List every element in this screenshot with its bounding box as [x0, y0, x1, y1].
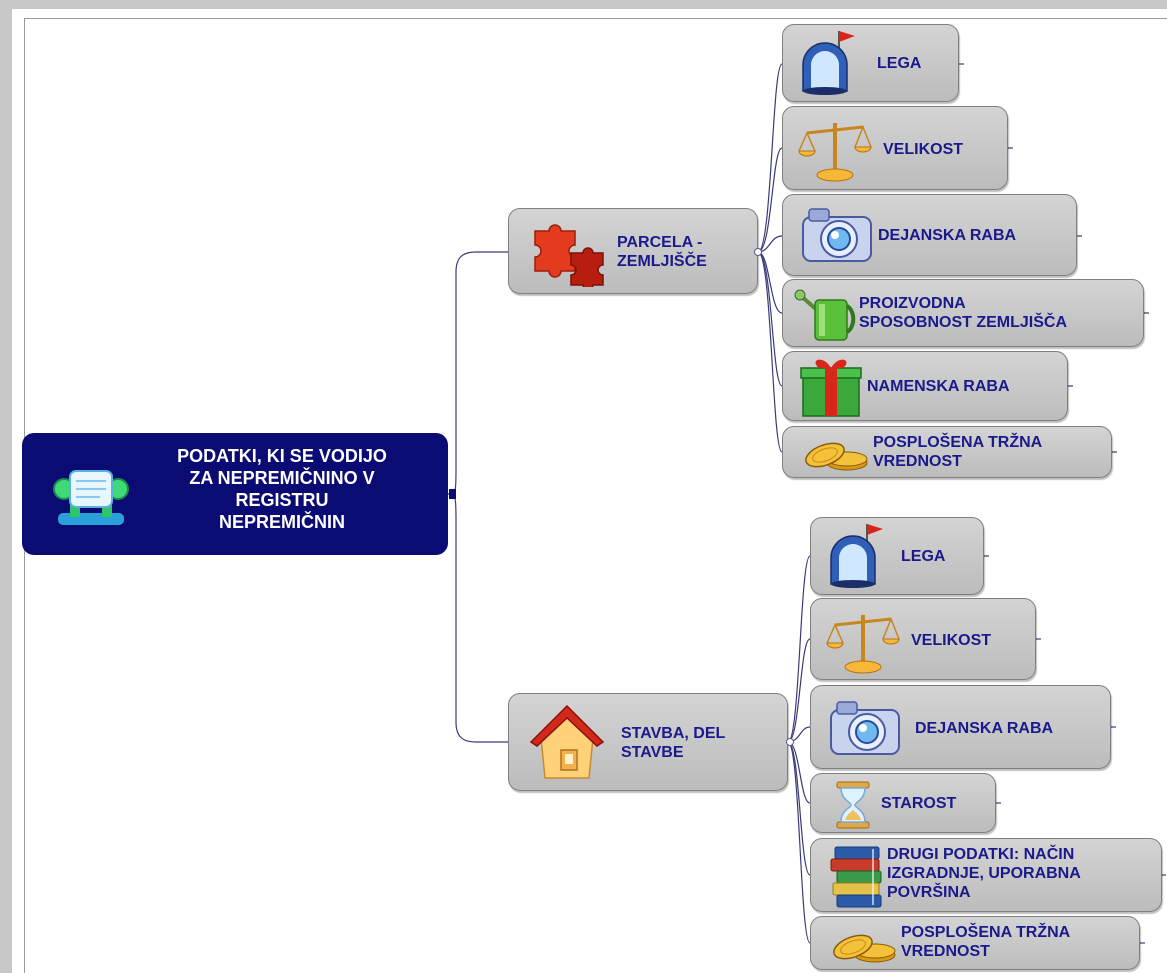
starost-label: STAROST — [881, 795, 957, 812]
scales-icon — [826, 615, 900, 674]
gift-icon — [800, 359, 862, 417]
watering-can-icon — [794, 289, 856, 341]
camera-icon — [802, 208, 872, 262]
coins-icon — [833, 934, 896, 963]
trzna-vrednost-label: POSPLOŠENA TRŽNA VREDNOST — [873, 434, 1043, 470]
subtopic-parcela-proizvodna[interactable]: PROIZVODNA SPOSOBNOST ZEMLJIŠČA — [782, 279, 1144, 347]
subtopic-stavba-drugi-podatki[interactable]: DRUGI PODATKI: NAČIN IZGRADNJE, UPORABNA… — [810, 838, 1162, 912]
link-parcela-lega — [757, 63, 783, 253]
link-stavba-trzna — [787, 741, 811, 944]
link-parcela-namenska — [757, 251, 783, 387]
link-parcela-trzna — [757, 251, 783, 453]
stavba-collapse-knob[interactable] — [786, 738, 794, 746]
link-root-stavba — [447, 493, 508, 743]
namenska-raba-label: NAMENSKA RABA — [867, 378, 1010, 395]
link-parcela-velikost — [757, 147, 783, 253]
velikost-label: VELIKOST — [911, 632, 992, 649]
topic-parcela[interactable]: PARCELA - ZEMLJIŠČE — [508, 208, 758, 294]
lega-label: LEGA — [877, 55, 922, 72]
velikost-label: VELIKOST — [883, 141, 964, 158]
house-icon — [529, 704, 605, 779]
lega-label: LEGA — [901, 548, 946, 565]
subtopic-parcela-dejanska-raba[interactable]: DEJANSKA RABA — [782, 194, 1077, 276]
books-icon — [830, 846, 882, 908]
topic-stavba-label: STAVBA, DEL STAVBE — [621, 725, 726, 761]
scales-icon — [798, 123, 872, 182]
camera-icon — [830, 701, 900, 755]
subtopic-stavba-trzna-vrednost[interactable]: POSPLOŠENA TRŽNA VREDNOST — [810, 916, 1140, 970]
root-topic-label: PODATKI, KI SE VODIJO ZA NEPREMIČNINO V … — [177, 446, 387, 532]
drugi-podatki-label: DRUGI PODATKI: NAČIN IZGRADNJE, UPORABNA… — [887, 846, 1081, 901]
subtopic-stavba-starost[interactable]: STAROST — [810, 773, 996, 833]
mailbox-icon — [802, 31, 855, 95]
dejanska-raba-label: DEJANSKA RABA — [878, 227, 1017, 244]
subtopic-parcela-trzna-vrednost[interactable]: POSPLOŠENA TRŽNA VREDNOST — [782, 426, 1112, 478]
subtopic-stavba-dejanska-raba[interactable]: DEJANSKA RABA — [810, 685, 1111, 769]
parcela-collapse-knob[interactable] — [754, 248, 762, 256]
mailbox-icon — [830, 524, 883, 588]
link-stavba-lega — [787, 555, 811, 743]
subtopic-parcela-namenska[interactable]: NAMENSKA RABA — [782, 351, 1068, 421]
proizvodna-label: PROIZVODNA SPOSOBNOST ZEMLJIŠČA — [859, 295, 1068, 331]
topic-parcela-label: PARCELA - ZEMLJIŠČE — [617, 234, 707, 270]
topic-stavba[interactable]: STAVBA, DEL STAVBE — [508, 693, 788, 791]
subtopic-parcela-velikost[interactable]: VELIKOST — [782, 106, 1008, 190]
puzzle-icon — [534, 224, 604, 287]
subtopic-stavba-lega[interactable]: LEGA — [810, 517, 984, 595]
rolodex-icon — [53, 470, 129, 525]
link-stavba-drugi — [787, 741, 811, 876]
subtopic-parcela-lega[interactable]: LEGA — [782, 24, 959, 102]
coins-icon — [805, 442, 868, 471]
subtopic-stavba-velikost[interactable]: VELIKOST — [810, 598, 1036, 680]
trzna-vrednost-label: POSPLOŠENA TRŽNA VREDNOST — [901, 924, 1071, 960]
root-topic[interactable]: PODATKI, KI SE VODIJO ZA NEPREMIČNINO V … — [22, 433, 448, 555]
link-root-parcela — [447, 251, 508, 495]
dejanska-raba-label: DEJANSKA RABA — [915, 720, 1054, 737]
hourglass-icon — [836, 781, 870, 829]
